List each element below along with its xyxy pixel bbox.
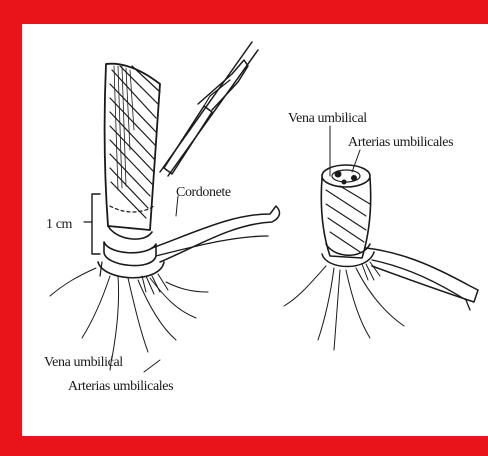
label-arterias-umbilicales-right: Arterias umbilicales (348, 135, 453, 150)
label-vena-umbilical-right: Vena umbilical (288, 111, 367, 126)
label-cordonete: Cordonete (176, 185, 231, 200)
left-cord-figure (50, 42, 279, 372)
label-arterias-umbilicales-left: Arterias umbilicales (68, 379, 173, 394)
right-cord-figure (284, 126, 478, 350)
label-one-cm: 1 cm (46, 217, 73, 232)
label-vena-umbilical-left: Vena umbilical (44, 355, 123, 370)
